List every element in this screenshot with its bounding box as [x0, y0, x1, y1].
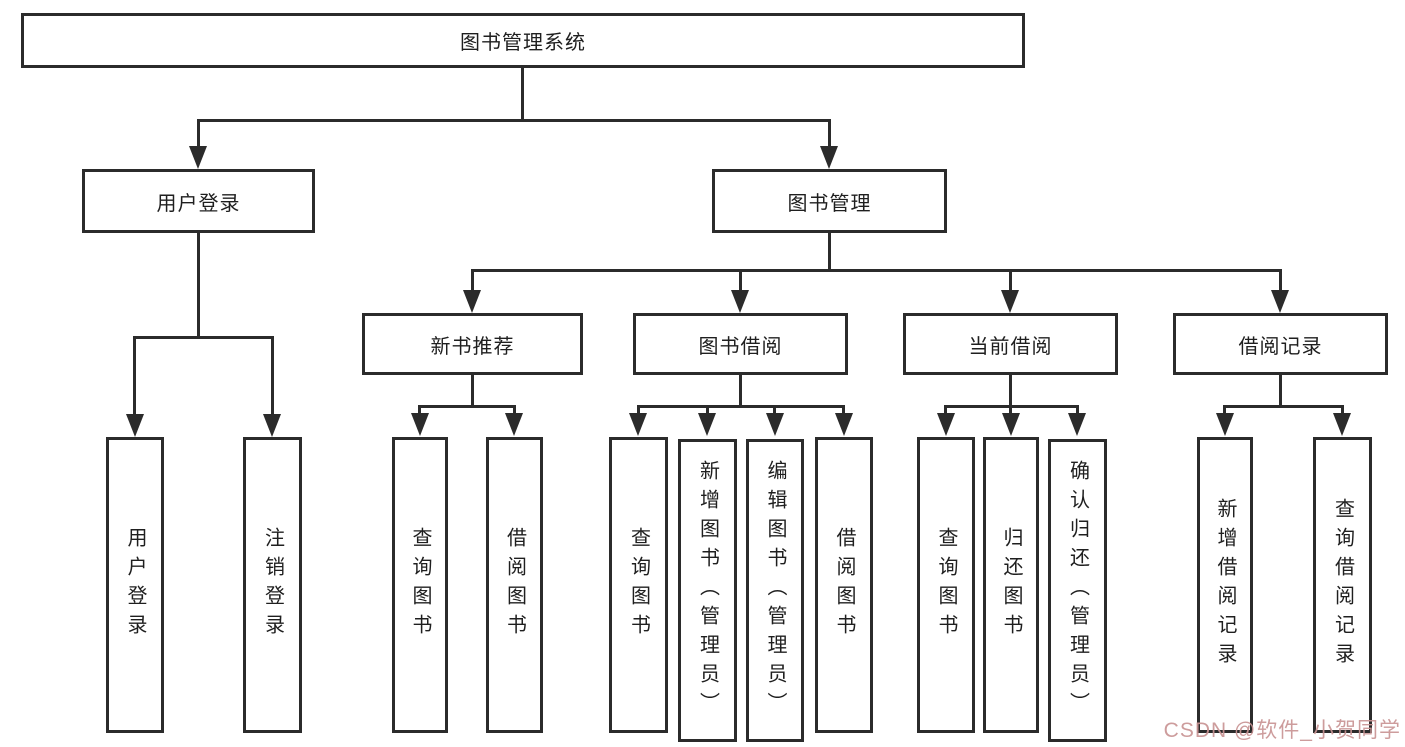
node-user-login: 用户登录 [82, 169, 315, 233]
arrowhead-down-icon [820, 146, 838, 169]
arrowhead-down-icon [731, 290, 749, 313]
connector-line [418, 405, 421, 417]
node-new-book-recommendation: 新书推荐 [362, 313, 583, 375]
node-label: 新增图书（管理员） [696, 460, 719, 721]
node-label: 图书管理 [787, 192, 872, 215]
leaf-logout: 注销登录 [243, 437, 302, 733]
node-label: 查询图书 [935, 527, 957, 643]
node-borrowing-records: 借阅记录 [1173, 313, 1388, 375]
node-book-management: 图书管理 [712, 169, 947, 233]
leaf-query-books-borrowing: 查询图书 [609, 437, 668, 733]
arrowhead-down-icon [505, 413, 523, 436]
connector-line [1076, 405, 1079, 417]
leaf-add-books-admin: 新增图书（管理员） [678, 439, 737, 742]
arrowhead-down-icon [629, 413, 647, 436]
leaf-query-borrow-record: 查询借阅记录 [1313, 437, 1372, 733]
node-label: 查询图书 [409, 527, 431, 643]
arrowhead-down-icon [1271, 290, 1289, 313]
node-label: 借阅图书 [503, 527, 526, 643]
arrowhead-down-icon [766, 413, 784, 436]
connector-line [197, 119, 831, 122]
arrowhead-down-icon [937, 413, 955, 436]
leaf-borrow-books-recommend: 借阅图书 [486, 437, 543, 733]
node-label: 注销登录 [261, 527, 284, 643]
csdn-watermark: CSDN @软件_小贺同学 [1163, 719, 1401, 742]
connector-line [706, 405, 709, 417]
arrowhead-down-icon [1002, 413, 1020, 436]
connector-line [133, 336, 136, 416]
connector-line [828, 233, 831, 272]
connector-line [197, 119, 200, 151]
arrowhead-down-icon [1333, 413, 1351, 436]
connector-line [521, 66, 524, 122]
connector-line [271, 336, 274, 416]
leaf-confirm-return-admin: 确认归还（管理员） [1048, 439, 1107, 742]
node-label: 图书借阅 [698, 335, 783, 358]
node-label: 归还图书 [1000, 527, 1022, 643]
leaf-query-books-recommend: 查询图书 [392, 437, 448, 733]
connector-line [471, 269, 1282, 272]
node-label: 查询借阅记录 [1331, 498, 1354, 672]
node-label: 用户登录 [156, 192, 241, 215]
connector-line [637, 405, 640, 417]
node-label: 当前借阅 [968, 335, 1053, 358]
connector-line [637, 405, 845, 408]
leaf-query-books-current: 查询图书 [917, 437, 975, 733]
connector-line [944, 405, 947, 417]
node-book-borrowing: 图书借阅 [633, 313, 848, 375]
arrowhead-down-icon [263, 414, 281, 437]
connector-line [1009, 269, 1012, 293]
arrowhead-down-icon [835, 413, 853, 436]
arrowhead-down-icon [189, 146, 207, 169]
connector-line [419, 405, 516, 408]
node-label: 编辑图书（管理员） [764, 460, 786, 721]
connector-line [134, 336, 274, 339]
connector-line [1009, 405, 1012, 417]
connector-line [1279, 269, 1282, 293]
leaf-return-books: 归还图书 [983, 437, 1039, 733]
connector-line [471, 375, 474, 408]
node-library-system: 图书管理系统 [21, 13, 1025, 68]
connector-line [197, 233, 200, 339]
leaf-add-borrow-record: 新增借阅记录 [1197, 437, 1253, 733]
arrowhead-down-icon [1001, 290, 1019, 313]
node-label: 确认归还（管理员） [1066, 460, 1089, 721]
node-label: 借阅记录 [1238, 335, 1323, 358]
connector-line [471, 269, 474, 293]
leaf-user-login: 用户登录 [106, 437, 164, 733]
connector-line [1223, 405, 1344, 408]
connector-line [828, 119, 831, 151]
connector-line [739, 269, 742, 293]
connector-line [1009, 375, 1012, 408]
node-label: 新书推荐 [430, 335, 515, 358]
connector-line [1341, 405, 1344, 417]
arrowhead-down-icon [463, 290, 481, 313]
leaf-edit-books-admin: 编辑图书（管理员） [746, 439, 804, 742]
node-label: 用户登录 [124, 527, 146, 643]
connector-line [1223, 405, 1226, 417]
node-label: 图书管理系统 [460, 32, 586, 54]
arrowhead-down-icon [126, 414, 144, 437]
connector-line [1279, 375, 1282, 408]
arrowhead-down-icon [698, 413, 716, 436]
connector-line [842, 405, 845, 417]
connector-line [773, 405, 776, 417]
arrowhead-down-icon [411, 413, 429, 436]
connector-line [739, 375, 742, 408]
node-label: 借阅图书 [833, 527, 855, 643]
connector-line [513, 405, 516, 417]
arrowhead-down-icon [1068, 413, 1086, 436]
leaf-borrow-books: 借阅图书 [815, 437, 873, 733]
node-current-borrowing: 当前借阅 [903, 313, 1118, 375]
node-label: 查询图书 [627, 527, 650, 643]
arrowhead-down-icon [1216, 413, 1234, 436]
node-label: 新增借阅记录 [1214, 498, 1236, 672]
